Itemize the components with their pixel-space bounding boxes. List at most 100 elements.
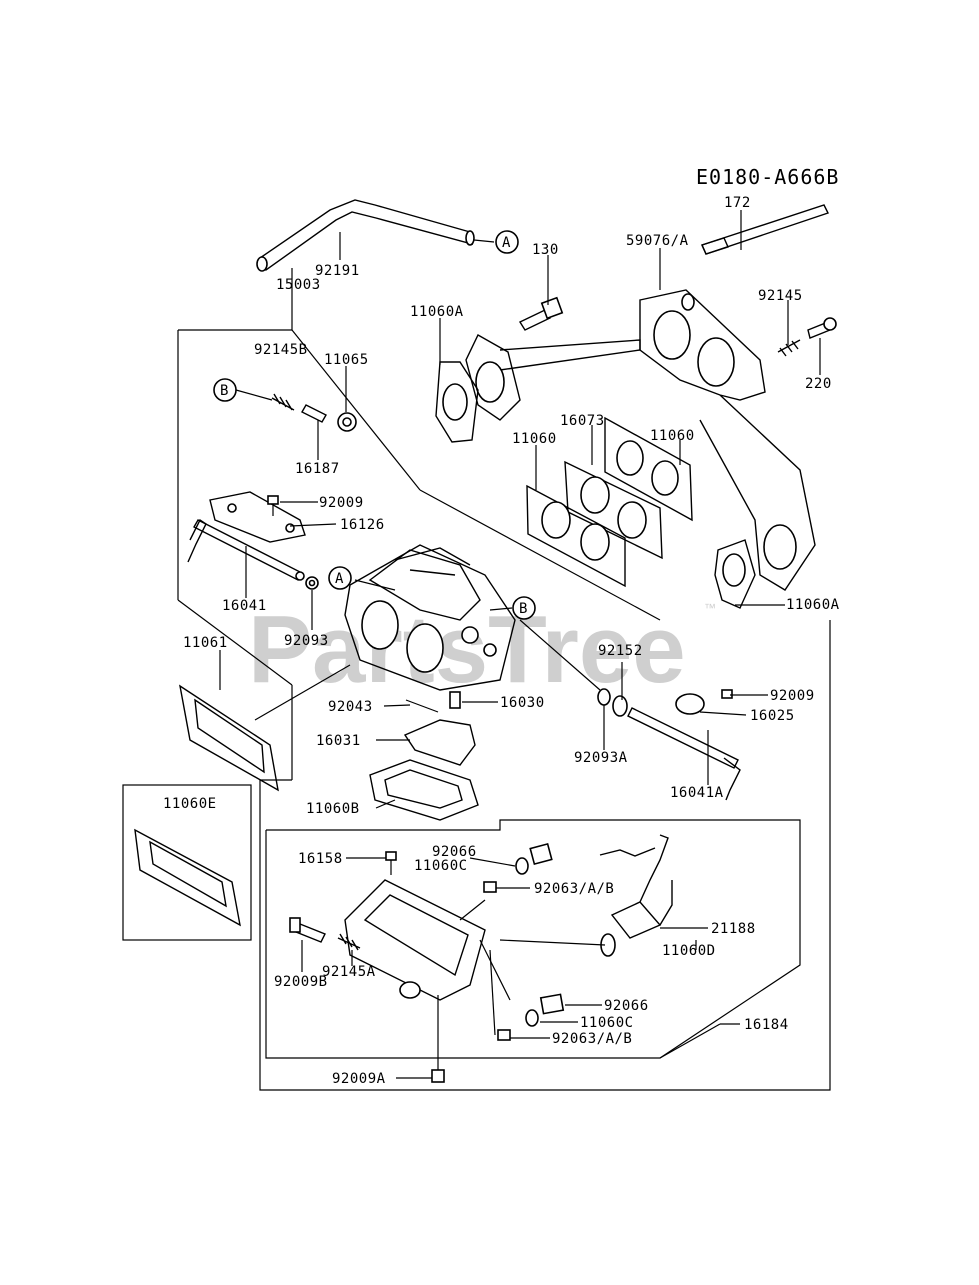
solenoid-21188 xyxy=(599,834,673,939)
float-bowl-16184 xyxy=(344,879,486,1001)
label-92145A: 92145A xyxy=(322,964,376,980)
label-92066-top: 92066 xyxy=(432,844,477,860)
gasket-11060A-top xyxy=(435,361,479,443)
label-92093A: 92093A xyxy=(574,750,628,766)
gasket-11060B xyxy=(369,759,479,821)
label-11061: 11061 xyxy=(183,635,228,651)
screw-92009A xyxy=(431,1058,445,1083)
oring-11060C-bottom xyxy=(525,1009,539,1027)
svg-text:B: B xyxy=(220,383,229,399)
part-labels: 172 92191 15003 130 59076/A 92145 11060A… xyxy=(163,195,840,1087)
bolt-130 xyxy=(518,296,564,331)
label-92191: 92191 xyxy=(315,263,360,279)
needle-16030 xyxy=(449,691,461,709)
label-16187: 16187 xyxy=(295,461,340,477)
spring-92145B xyxy=(271,393,295,411)
frame-15003-top xyxy=(178,268,293,331)
screw-220 xyxy=(807,317,837,339)
label-11060B: 11060B xyxy=(306,801,360,817)
watermark-tm: ™ xyxy=(704,601,716,615)
gasket-11060-left xyxy=(526,484,626,588)
plug-92066-bottom xyxy=(539,993,565,1015)
label-16158: 16158 xyxy=(298,851,343,867)
label-21188: 21188 xyxy=(711,921,756,937)
shaft-16041 xyxy=(187,518,305,581)
label-92063AB-top: 92063/A/B xyxy=(534,881,614,897)
label-16031: 16031 xyxy=(316,733,361,749)
pin-92043 xyxy=(405,699,439,713)
label-220: 220 xyxy=(805,376,832,392)
screw-16187 xyxy=(301,404,327,423)
plate-16025 xyxy=(675,693,705,715)
label-92093: 92093 xyxy=(284,633,329,649)
jet-92063AB-bottom xyxy=(497,1029,511,1041)
label-92009A: 92009A xyxy=(332,1071,386,1087)
label-16073: 16073 xyxy=(560,413,605,429)
label-92066-bottom: 92066 xyxy=(604,998,649,1014)
cap-11065 xyxy=(337,412,357,432)
frame-16184 xyxy=(265,819,801,1059)
intake-manifold-59076 xyxy=(465,289,816,591)
callout-b-body: B xyxy=(512,596,536,620)
diagram-code: E0180-A666B xyxy=(696,165,839,189)
callout-a-top: A xyxy=(495,230,519,254)
label-92043: 92043 xyxy=(328,699,373,715)
screw-92009-right xyxy=(721,689,733,699)
label-16184: 16184 xyxy=(744,1017,789,1033)
label-16025: 16025 xyxy=(750,708,795,724)
label-92009-top: 92009 xyxy=(319,495,364,511)
label-11065: 11065 xyxy=(324,352,369,368)
label-92152: 92152 xyxy=(598,643,643,659)
gasket-11060A-bottom xyxy=(714,539,756,609)
label-92009-right: 92009 xyxy=(770,688,815,704)
stud-172 xyxy=(701,204,829,255)
shaft-16041A xyxy=(627,707,741,801)
screw-92009-top xyxy=(267,495,279,516)
label-92009B: 92009B xyxy=(274,974,328,990)
label-11060A-top: 11060A xyxy=(410,304,464,320)
plate-16126 xyxy=(209,491,306,543)
gasket-11060-right xyxy=(604,416,693,522)
label-11060C-bottom: 11060C xyxy=(580,1015,634,1031)
gasket-11060E xyxy=(134,828,241,927)
label-11060C-top: 11060C xyxy=(414,858,468,874)
svg-text:A: A xyxy=(502,235,511,251)
plug-92066-top xyxy=(529,842,553,866)
gasket-16073 xyxy=(564,460,663,560)
svg-text:B: B xyxy=(519,601,528,617)
label-130: 130 xyxy=(532,242,559,258)
frame-15003-bottom xyxy=(259,620,831,1091)
screw-92009B xyxy=(289,917,326,943)
screw-16158 xyxy=(385,851,397,875)
label-172: 172 xyxy=(724,195,751,211)
callout-b-top: B xyxy=(213,378,237,402)
callout-a-body: A xyxy=(328,566,352,590)
label-16041A: 16041A xyxy=(670,785,724,801)
label-92063AB-bottom: 92063/A/B xyxy=(552,1031,632,1047)
oring-11060C-top xyxy=(515,857,529,875)
hose-92191 xyxy=(256,199,495,272)
label-11060-right: 11060 xyxy=(650,428,695,444)
jet-92063AB-top xyxy=(483,881,497,893)
label-11060-left: 11060 xyxy=(512,431,557,447)
label-92145: 92145 xyxy=(758,288,803,304)
washer-92152 xyxy=(612,695,628,717)
spring-92145 xyxy=(777,339,801,357)
label-15003: 15003 xyxy=(276,277,321,293)
assembly-frames xyxy=(122,268,831,1091)
svg-text:A: A xyxy=(335,571,344,587)
label-16041: 16041 xyxy=(222,598,267,614)
spring-92145A xyxy=(337,933,361,951)
label-92145B: 92145B xyxy=(254,342,308,358)
label-16030: 16030 xyxy=(500,695,545,711)
float-16031 xyxy=(403,719,476,766)
washer-92093A xyxy=(597,688,611,706)
label-16126: 16126 xyxy=(340,517,385,533)
carburetor-body xyxy=(344,544,516,691)
leader-lines xyxy=(219,210,821,1079)
label-11060D: 11060D xyxy=(662,943,716,959)
label-11060A-bottom: 11060A xyxy=(786,597,840,613)
label-11060E: 11060E xyxy=(163,796,217,812)
